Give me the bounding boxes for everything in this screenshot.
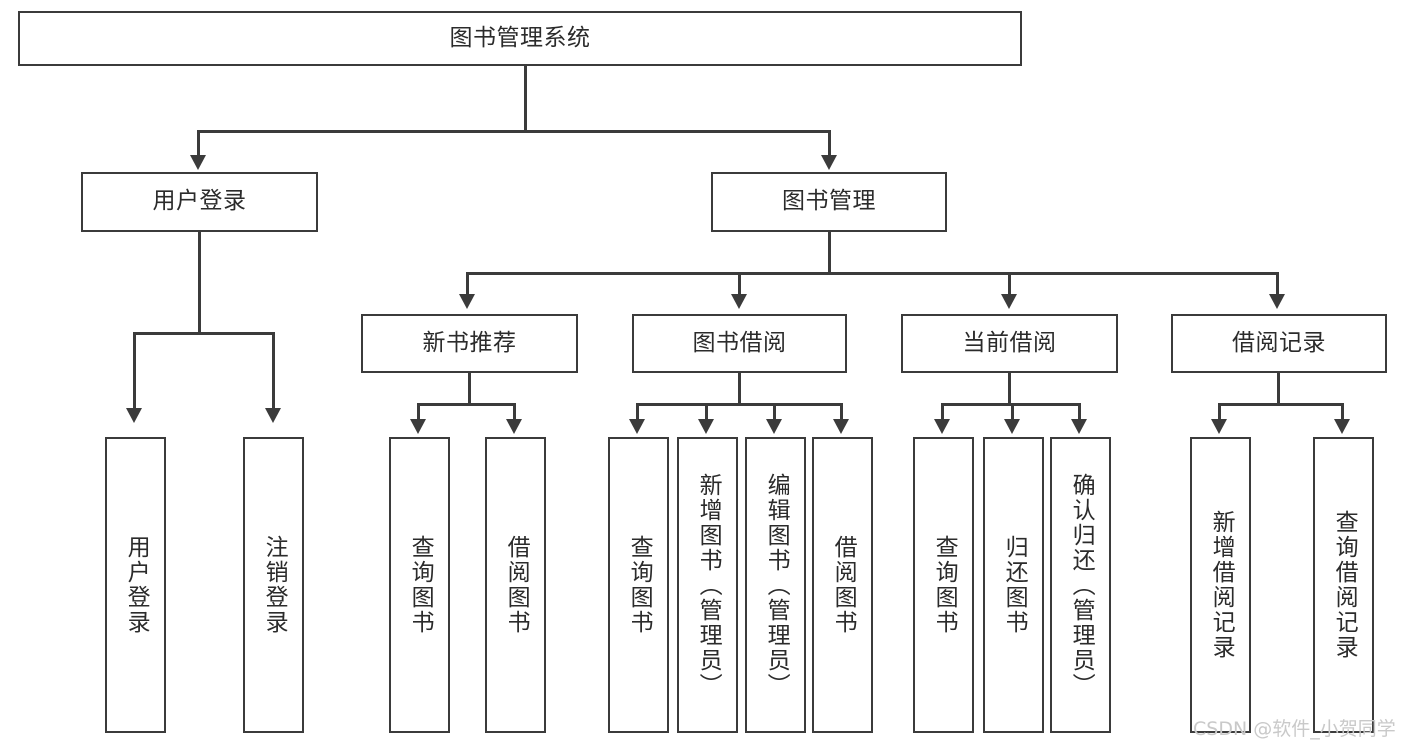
arrow-leaf-query-book-3 <box>934 419 950 434</box>
edge-borrow-record-bar <box>1218 403 1343 406</box>
node-leaf-query-book-2[interactable]: 查询图书 <box>608 437 669 733</box>
node-leaf-query-book-3[interactable]: 查询图书 <box>913 437 974 733</box>
node-leaf-logout[interactable]: 注销登录 <box>243 437 304 733</box>
edge-book-borrow-drop-3 <box>773 403 776 420</box>
arrow-leaf-confirm-return <box>1071 419 1087 434</box>
arrow-leaf-return-book <box>1004 419 1020 434</box>
node-label: 新增借阅记录 <box>1208 510 1235 660</box>
edge-new-book-drop-2 <box>513 403 516 420</box>
arrow-leaf-add-book <box>698 419 714 434</box>
node-label: 注销登录 <box>261 535 288 635</box>
edge-to-book-borrow <box>738 272 741 296</box>
node-leaf-query-record[interactable]: 查询借阅记录 <box>1313 437 1374 733</box>
edge-user-login-drop-1 <box>133 332 136 410</box>
node-label: 用户登录 <box>152 188 247 215</box>
node-label: 编辑图书（管理员） <box>763 472 790 698</box>
watermark: CSDN @软件_小贺同学 <box>1193 714 1396 741</box>
arrow-to-book-management <box>821 155 837 170</box>
node-label: 查询借阅记录 <box>1331 510 1358 660</box>
edge-borrow-record-stem <box>1277 373 1280 405</box>
node-label: 新增图书（管理员） <box>695 472 722 698</box>
edge-new-book-drop-1 <box>417 403 420 420</box>
edge-new-book-stem <box>468 373 471 405</box>
edge-to-new-book <box>466 272 469 296</box>
edge-user-login-bar <box>133 332 275 335</box>
edge-user-login-stem <box>198 232 201 334</box>
edge-book-borrow-bar <box>636 403 842 406</box>
node-leaf-confirm-return[interactable]: 确认归还（管理员） <box>1050 437 1111 733</box>
node-leaf-add-record[interactable]: 新增借阅记录 <box>1190 437 1251 733</box>
edge-root-stem <box>524 66 527 132</box>
arrow-leaf-query-book-2 <box>629 419 645 434</box>
edge-book-borrow-stem <box>738 373 741 405</box>
node-label: 查询图书 <box>931 535 958 635</box>
watermark-text: CSDN @软件_小贺同学 <box>1193 718 1396 740</box>
node-label: 图书借阅 <box>692 329 787 356</box>
node-user-login[interactable]: 用户登录 <box>81 172 318 232</box>
arrow-leaf-add-record <box>1211 419 1227 434</box>
node-new-book-recommend[interactable]: 新书推荐 <box>361 314 578 373</box>
node-label: 用户登录 <box>123 535 150 635</box>
edge-borrow-record-drop-1 <box>1218 403 1221 420</box>
edge-current-borrow-stem <box>1008 373 1011 405</box>
node-label: 归还图书 <box>1001 535 1028 635</box>
arrow-to-new-book <box>459 294 475 309</box>
edge-new-book-bar <box>417 403 515 406</box>
node-leaf-borrow-book-1[interactable]: 借阅图书 <box>485 437 546 733</box>
node-label: 借阅图书 <box>830 535 857 635</box>
node-label: 图书管理系统 <box>449 24 591 51</box>
arrow-leaf-edit-book <box>766 419 782 434</box>
edge-book-borrow-drop-1 <box>636 403 639 420</box>
node-leaf-edit-book[interactable]: 编辑图书（管理员） <box>745 437 806 733</box>
node-leaf-return-book[interactable]: 归还图书 <box>983 437 1044 733</box>
node-book-management[interactable]: 图书管理 <box>711 172 947 232</box>
node-leaf-add-book[interactable]: 新增图书（管理员） <box>677 437 738 733</box>
arrow-leaf-query-book-1 <box>410 419 426 434</box>
edge-book-borrow-drop-4 <box>840 403 843 420</box>
arrow-leaf-user-login <box>126 408 142 423</box>
edge-to-current-borrow <box>1008 272 1011 296</box>
arrow-to-borrow-record <box>1269 294 1285 309</box>
node-borrow-record[interactable]: 借阅记录 <box>1171 314 1387 373</box>
arrow-to-user-login <box>190 155 206 170</box>
edge-to-borrow-record <box>1276 272 1279 296</box>
node-leaf-query-book-1[interactable]: 查询图书 <box>389 437 450 733</box>
node-label: 查询图书 <box>407 535 434 635</box>
node-book-borrow[interactable]: 图书借阅 <box>632 314 847 373</box>
edge-current-borrow-drop-3 <box>1078 403 1081 420</box>
edge-current-borrow-drop-1 <box>941 403 944 420</box>
node-leaf-user-login[interactable]: 用户登录 <box>105 437 166 733</box>
edge-borrow-record-drop-2 <box>1341 403 1344 420</box>
node-label: 确认归还（管理员） <box>1068 472 1095 698</box>
node-label: 新书推荐 <box>422 329 517 356</box>
node-label: 借阅记录 <box>1232 329 1326 356</box>
edge-book-management-stem <box>828 232 831 274</box>
node-label: 借阅图书 <box>503 535 530 635</box>
edge-book-borrow-drop-2 <box>705 403 708 420</box>
edge-current-borrow-bar <box>941 403 1080 406</box>
node-root-system[interactable]: 图书管理系统 <box>18 11 1022 66</box>
arrow-leaf-borrow-book-1 <box>506 419 522 434</box>
edge-book-management-bar <box>466 272 1279 275</box>
arrow-leaf-borrow-book-2 <box>833 419 849 434</box>
node-label: 图书管理 <box>782 188 876 215</box>
edge-current-borrow-drop-2 <box>1011 403 1014 420</box>
node-label: 查询图书 <box>626 535 653 635</box>
arrow-to-current-borrow <box>1001 294 1017 309</box>
arrow-leaf-query-record <box>1334 419 1350 434</box>
edge-user-login-drop-2 <box>272 332 275 410</box>
edge-to-book-management <box>828 130 831 156</box>
edge-to-user-login <box>197 130 200 156</box>
node-label: 当前借阅 <box>962 329 1057 356</box>
node-current-borrow[interactable]: 当前借阅 <box>901 314 1118 373</box>
node-leaf-borrow-book-2[interactable]: 借阅图书 <box>812 437 873 733</box>
arrow-to-book-borrow <box>731 294 747 309</box>
arrow-leaf-logout <box>265 408 281 423</box>
edge-root-bar <box>197 130 831 133</box>
